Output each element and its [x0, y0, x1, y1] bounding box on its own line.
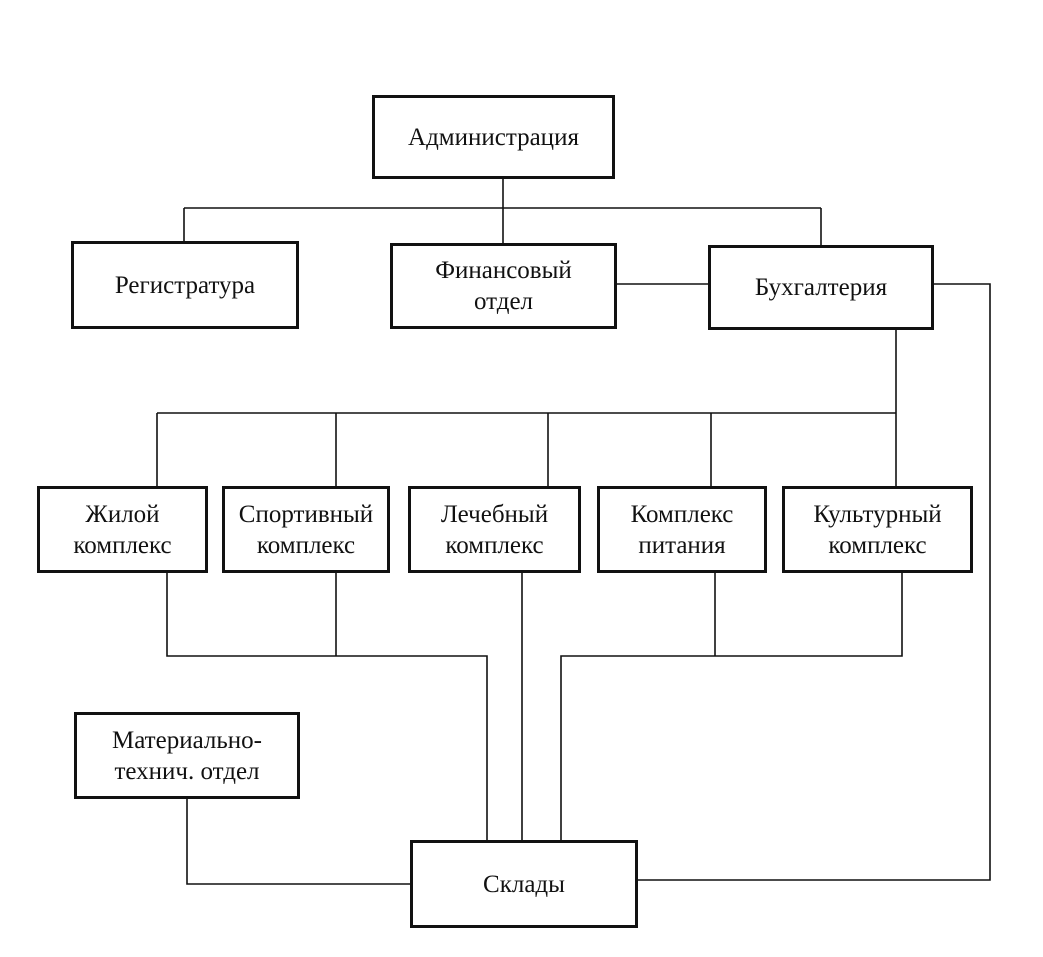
node-administration-label: Администрация	[408, 123, 579, 151]
node-administration: Администрация	[372, 95, 615, 179]
node-warehouses-label: Склады	[483, 870, 565, 898]
node-catering: Комплекс питания	[597, 486, 767, 573]
node-catering-label-line-1: Комплекс	[630, 500, 734, 528]
node-culture: Культурный комплекс	[782, 486, 973, 573]
edge-material-warehouses	[186, 799, 410, 885]
node-medical-label-line-1: Лечебный	[440, 500, 549, 528]
node-accounting-label: Бухгалтерия	[754, 274, 888, 301]
node-material-label-line-1: Материально-	[112, 726, 262, 754]
node-medical: Лечебный комплекс	[408, 486, 581, 573]
node-registry: Регистратура	[71, 241, 299, 329]
node-sports: Спортивный комплекс	[222, 486, 390, 573]
node-housing: Жилой комплекс	[37, 486, 208, 573]
node-finance-label-line-1: Финансовый	[435, 257, 572, 284]
node-sports-label-line-2: комплекс	[256, 531, 356, 559]
edge-culture-warehouses	[560, 573, 903, 840]
node-finance-label-line-2: отдел	[473, 288, 534, 315]
node-registry-label: Регистратура	[114, 271, 256, 299]
node-culture-label-line-2: комплекс	[828, 531, 927, 559]
node-sports-label-line-1: Спортивный	[238, 500, 374, 528]
node-finance: Финансовый отдел	[390, 243, 617, 329]
node-housing-label-line-1: Жилой	[85, 500, 160, 528]
edge-housing-warehouses	[166, 573, 488, 840]
node-housing-label-line-2: комплекс	[73, 531, 172, 559]
edge-accounting-warehouses	[638, 283, 991, 881]
node-warehouses: Склады	[410, 840, 638, 928]
node-material: Материально- технич. отдел	[74, 712, 300, 799]
node-medical-label-line-2: комплекс	[445, 531, 544, 559]
node-culture-label-line-1: Культурный	[813, 500, 942, 528]
node-catering-label-line-2: питания	[638, 531, 726, 559]
node-accounting: Бухгалтерия	[708, 245, 934, 330]
node-material-label-line-2: технич. отдел	[114, 757, 260, 785]
